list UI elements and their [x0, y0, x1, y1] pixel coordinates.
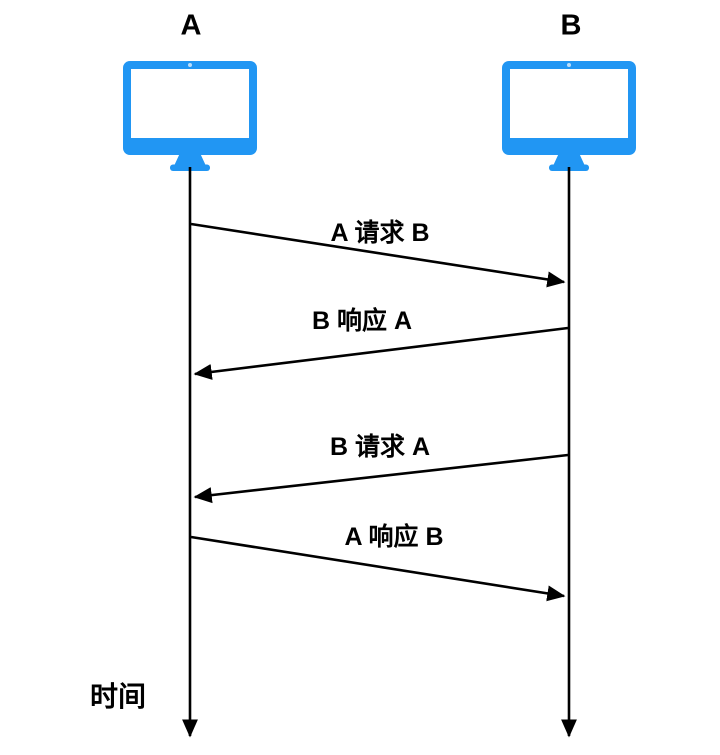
- actor-a-label: A: [180, 9, 202, 42]
- message-label-a-response-b: A 响应 B: [344, 523, 444, 551]
- message-arrow-a-response-b: [190, 535, 566, 602]
- actor-b-label: B: [560, 9, 582, 42]
- monitor-icon-b: [502, 61, 636, 171]
- monitor-icon-a: [123, 61, 257, 171]
- message-label-a-request-b: A 请求 B: [330, 219, 430, 247]
- monitor-screen: [131, 69, 249, 138]
- time-axis-label: 时间: [89, 681, 147, 712]
- monitor-camera-dot: [188, 63, 192, 67]
- monitor-screen: [510, 69, 628, 138]
- monitor-stand: [553, 153, 585, 166]
- message-arrow-a-request-b: [190, 222, 566, 288]
- monitor-stand: [174, 153, 206, 166]
- message-label-b-request-a: B 请求 A: [329, 433, 431, 461]
- message-arrow-b-request-a: [193, 453, 569, 504]
- message-label-b-response-a: B 响应 A: [311, 307, 413, 335]
- monitor-camera-dot: [567, 63, 571, 67]
- message-arrow-b-response-a: [193, 326, 569, 380]
